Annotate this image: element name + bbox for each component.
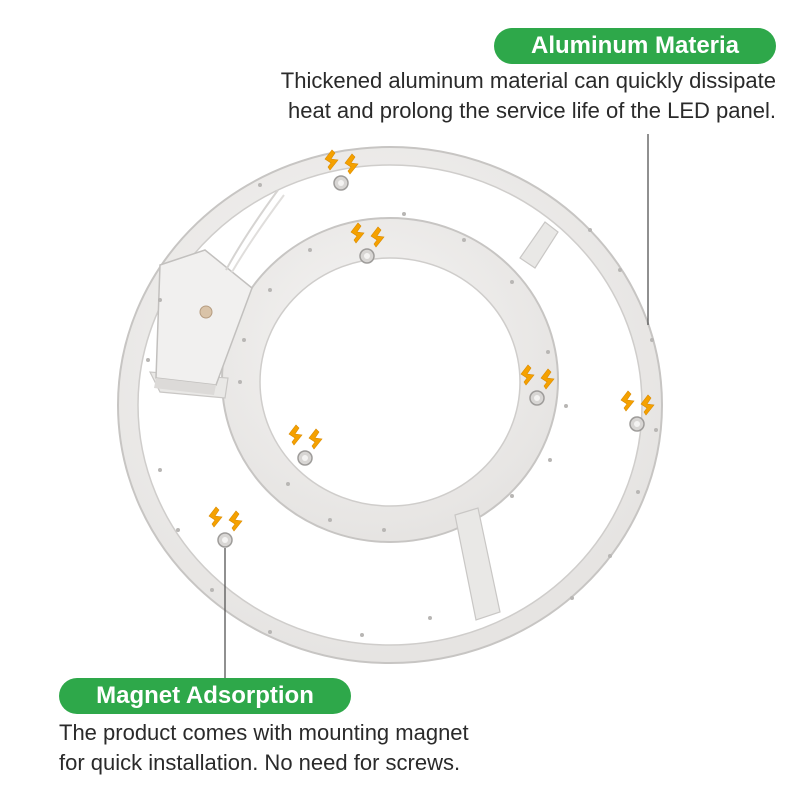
inner-aluminum-ring <box>221 217 559 543</box>
magnet-adsorption-badge: Magnet Adsorption <box>59 678 351 714</box>
description-line: The product comes with mounting magnet <box>59 720 469 745</box>
description-line: for quick installation. No need for scre… <box>59 750 461 775</box>
description-line: Thickened aluminum material can quickly … <box>280 68 776 93</box>
mounting-holes <box>146 183 658 637</box>
aluminum-material-badge: Aluminum Materia <box>494 28 776 64</box>
driver-box <box>154 189 285 395</box>
magnet-adsorption-description: The product comes with mounting magnet f… <box>59 718 469 778</box>
magnet-mount-points <box>209 150 654 548</box>
aluminum-material-description: Thickened aluminum material can quickly … <box>281 66 776 126</box>
description-line: heat and prolong the service life of the… <box>288 98 776 123</box>
